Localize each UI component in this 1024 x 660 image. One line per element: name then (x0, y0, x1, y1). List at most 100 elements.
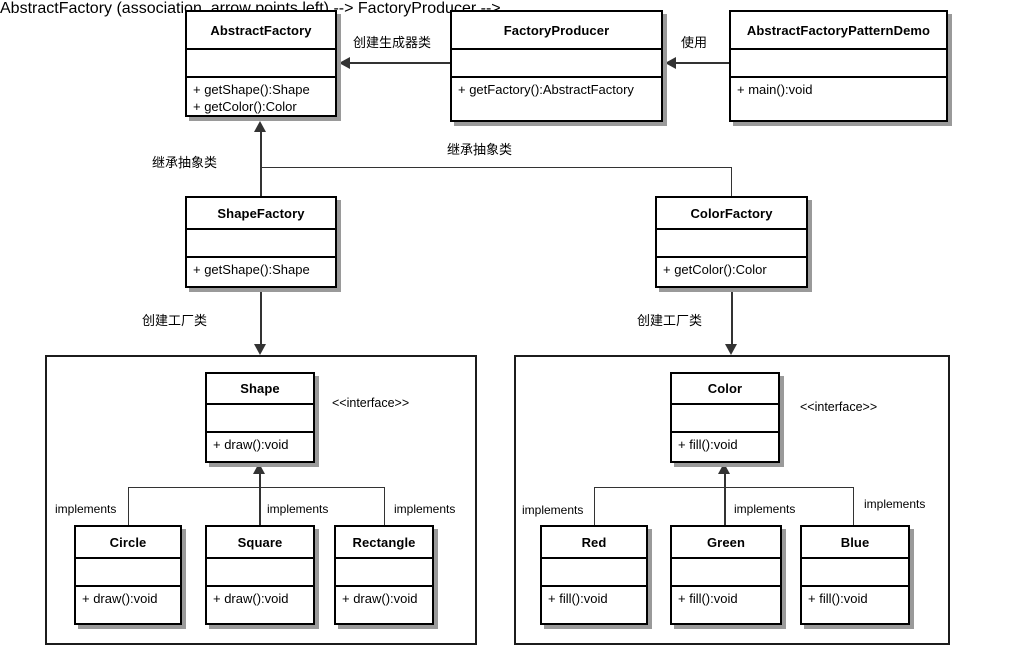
arrowhead-left-factoryproducer (665, 57, 676, 69)
class-attributes-rectangle (336, 559, 432, 587)
class-operations-circle: + draw():void (76, 587, 180, 623)
class-attributes-abstract-factory (187, 50, 335, 78)
class-operations-factory-producer: + getFactory():AbstractFactory (452, 78, 661, 120)
edge-inheritance-branch-bar (260, 167, 731, 168)
edge-color-implements-bar (594, 487, 853, 488)
edge-demo-to-factoryproducer (676, 62, 729, 64)
class-box-abstract-factory-pattern-demo[interactable]: AbstractFactoryPatternDemo + main():void (729, 10, 948, 122)
class-name-rectangle: Rectangle (336, 527, 432, 559)
edge-label-extends-abstract-right: 继承抽象类 (447, 142, 513, 157)
edge-color-stem (724, 463, 726, 488)
class-operations-blue: + fill():void (802, 587, 908, 623)
class-box-square[interactable]: Square + draw():void (205, 525, 315, 625)
class-box-color-factory[interactable]: ColorFactory + getColor():Color (655, 196, 808, 288)
operation-line: + getShape():Shape (193, 262, 310, 277)
arrowhead-down-shape-panel (254, 344, 266, 355)
class-operations-abstract-factory-pattern-demo: + main():void (731, 78, 946, 120)
shape-group-panel (45, 355, 477, 645)
operation-line: + draw():void (213, 437, 289, 452)
edge-label-implements-shape-3: implements (394, 502, 456, 516)
class-name-abstract-factory: AbstractFactory (187, 12, 335, 50)
edge-shape-implements-bar (128, 487, 384, 488)
class-box-circle[interactable]: Circle + draw():void (74, 525, 182, 625)
class-attributes-circle (76, 559, 180, 587)
class-name-blue: Blue (802, 527, 908, 559)
arrowhead-up-shape (253, 463, 265, 474)
operation-line: + getFactory():AbstractFactory (458, 82, 634, 97)
edge-colorfactory-to-color-panel (731, 290, 733, 345)
stereotype-label-shape-interface: <<interface>> (332, 396, 410, 410)
edge-shapefactory-to-abstractfactory-vertical (260, 132, 262, 196)
arrowhead-up-abstractfactory (254, 121, 266, 132)
edge-red-branch-vertical (594, 487, 595, 525)
edge-blue-branch-vertical (853, 487, 854, 525)
class-attributes-green (672, 559, 780, 587)
class-operations-red: + fill():void (542, 587, 646, 623)
class-attributes-blue (802, 559, 908, 587)
class-name-shape: Shape (207, 374, 313, 405)
operation-line: + fill():void (548, 591, 608, 606)
class-name-circle: Circle (76, 527, 180, 559)
arrowhead-up-color (718, 463, 730, 474)
class-box-green[interactable]: Green + fill():void (670, 525, 782, 625)
edge-label-implements-color-3: implements (864, 497, 926, 511)
operation-line: + fill():void (678, 437, 738, 452)
class-attributes-shape-factory (187, 230, 335, 258)
class-box-blue[interactable]: Blue + fill():void (800, 525, 910, 625)
operation-line: + draw():void (82, 591, 158, 606)
edge-green-to-color-vertical (724, 487, 726, 525)
edge-label-implements-shape-1: implements (55, 502, 117, 516)
class-attributes-shape (207, 405, 313, 433)
edge-label-create-builder: 创建生成器类 (353, 35, 432, 50)
class-name-factory-producer: FactoryProducer (452, 12, 661, 50)
class-attributes-color (672, 405, 778, 433)
edge-rectangle-branch-vertical (384, 487, 385, 525)
operation-line: + getColor():Color (193, 99, 297, 114)
class-operations-square: + draw():void (207, 587, 313, 623)
class-attributes-square (207, 559, 313, 587)
edge-factoryproducer-to-abstractfactory (350, 62, 450, 64)
operation-line: + getColor():Color (663, 262, 767, 277)
class-box-shape-factory[interactable]: ShapeFactory + getShape():Shape (185, 196, 337, 288)
operation-line: + fill():void (678, 591, 738, 606)
class-operations-green: + fill():void (672, 587, 780, 623)
operation-line: + fill():void (808, 591, 868, 606)
edge-shape-stem (259, 463, 261, 488)
class-operations-shape: + draw():void (207, 433, 313, 461)
class-operations-shape-factory: + getShape():Shape (187, 258, 335, 286)
class-name-square: Square (207, 527, 313, 559)
class-name-abstract-factory-pattern-demo: AbstractFactoryPatternDemo (731, 12, 946, 50)
class-operations-abstract-factory: + getShape():Shape + getColor():Color (187, 78, 335, 115)
operation-line: + getShape():Shape (193, 82, 310, 97)
edge-label-create-factory-right: 创建工厂类 (637, 313, 703, 328)
class-box-shape[interactable]: Shape + draw():void (205, 372, 315, 463)
edge-label-implements-color-2: implements (734, 502, 796, 516)
class-name-green: Green (672, 527, 780, 559)
class-name-color-factory: ColorFactory (657, 198, 806, 230)
edge-label-uses: 使用 (681, 35, 708, 50)
edge-label-extends-abstract-left: 继承抽象类 (152, 155, 218, 170)
operation-line: + draw():void (342, 591, 418, 606)
class-box-factory-producer[interactable]: FactoryProducer + getFactory():AbstractF… (450, 10, 663, 122)
class-box-abstract-factory[interactable]: AbstractFactory + getShape():Shape + get… (185, 10, 337, 117)
edge-circle-branch-vertical (128, 487, 129, 525)
operation-line: + main():void (737, 82, 813, 97)
color-group-panel (514, 355, 950, 645)
class-box-rectangle[interactable]: Rectangle + draw():void (334, 525, 434, 625)
edge-label-implements-color-1: implements (522, 503, 584, 517)
operation-line: + draw():void (213, 591, 289, 606)
edge-colorfactory-branch-vertical (731, 167, 732, 196)
class-box-red[interactable]: Red + fill():void (540, 525, 648, 625)
arrowhead-left-abstractfactory (339, 57, 350, 69)
arrowhead-down-color-panel (725, 344, 737, 355)
class-attributes-abstract-factory-pattern-demo (731, 50, 946, 78)
class-name-red: Red (542, 527, 646, 559)
stereotype-label-color-interface: <<interface>> (800, 400, 878, 414)
class-box-color[interactable]: Color + fill():void (670, 372, 780, 463)
class-attributes-red (542, 559, 646, 587)
class-name-shape-factory: ShapeFactory (187, 198, 335, 230)
class-operations-rectangle: + draw():void (336, 587, 432, 623)
class-attributes-factory-producer (452, 50, 661, 78)
edge-label-create-factory-left: 创建工厂类 (142, 313, 208, 328)
